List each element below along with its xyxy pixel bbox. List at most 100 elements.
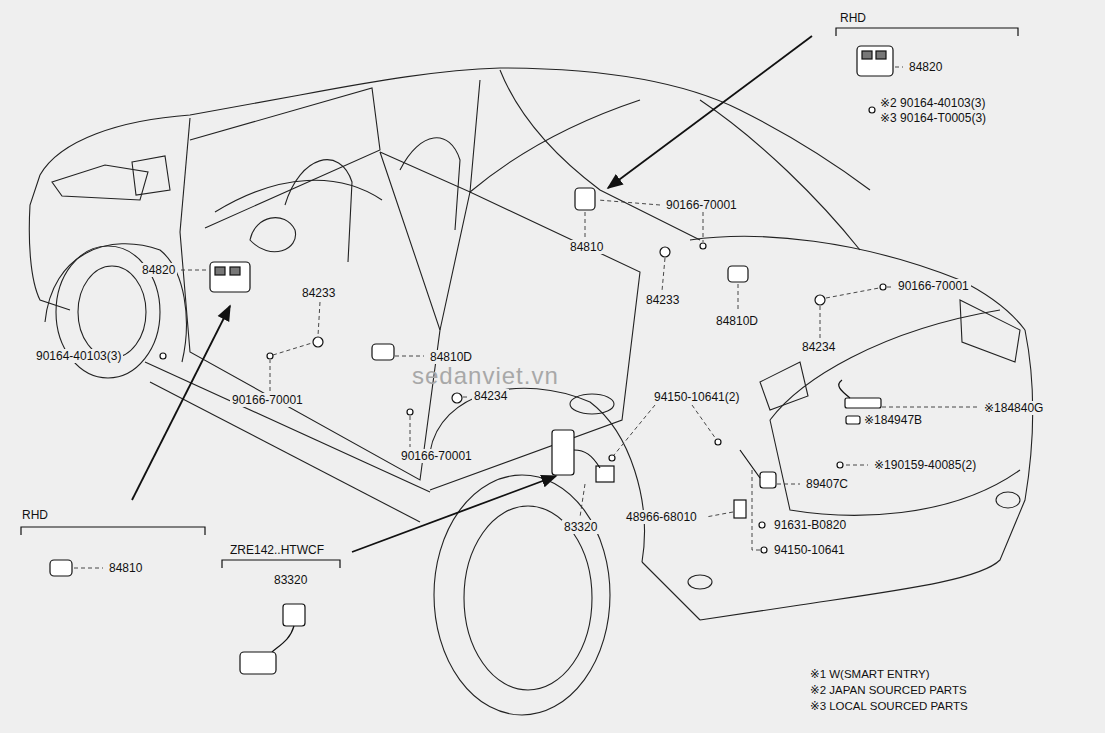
part-number: 84233 — [300, 286, 337, 300]
part-number: 84233 — [644, 293, 681, 307]
rear-wheel-arch — [430, 388, 644, 562]
switch — [728, 266, 748, 282]
rear-window — [700, 100, 860, 250]
part-number: 84234 — [800, 340, 837, 354]
part-number: 90166-70001 — [399, 449, 474, 463]
watermark: sedanviet.vn — [410, 362, 561, 390]
screw — [837, 462, 843, 468]
leader-line — [614, 405, 655, 455]
switch-button — [862, 51, 872, 59]
leader-line — [820, 306, 821, 338]
sensor-wire — [272, 626, 294, 652]
parcel-shelf — [500, 70, 700, 240]
steering — [250, 218, 296, 252]
trunk-deck — [690, 236, 1025, 330]
switch-button — [876, 51, 886, 59]
tail-light — [960, 300, 1020, 362]
group-heading: RHD — [838, 11, 868, 25]
nut — [715, 439, 721, 445]
part-number: 84810 — [568, 240, 605, 254]
leader-line — [463, 397, 469, 398]
lamp-lens — [846, 416, 860, 424]
pointer-arrow — [352, 476, 556, 552]
leader-line — [273, 343, 312, 355]
part-number: 89407C — [804, 477, 850, 491]
lamp-wire — [839, 380, 850, 398]
pointer-arrows — [132, 36, 812, 552]
nut — [761, 547, 767, 553]
power-window-switch — [857, 46, 893, 76]
part-number: 84810D — [714, 314, 760, 328]
screw — [160, 353, 166, 359]
screw — [700, 243, 706, 249]
leader-line — [777, 484, 800, 485]
sill — [150, 382, 420, 522]
part-number: 84820 — [907, 60, 944, 74]
leader-line — [270, 360, 271, 391]
footnote: ※2 JAPAN SOURCED PARTS — [808, 683, 969, 697]
front-end — [29, 175, 70, 310]
power-window-switch — [210, 262, 250, 292]
quarter-lower — [642, 562, 700, 620]
part-number: 48966-68010 — [624, 510, 699, 524]
brackets — [21, 28, 1018, 568]
reflector — [688, 575, 712, 589]
nut — [609, 455, 615, 461]
leader-line — [318, 302, 320, 336]
connector-box — [240, 652, 276, 674]
part-number: 90166-70001 — [664, 198, 739, 212]
leader-line — [74, 568, 103, 569]
part-number: 84234 — [472, 389, 509, 403]
courtesy-switch — [313, 337, 323, 347]
sensor-wire — [574, 450, 600, 468]
leader-line — [598, 200, 660, 205]
screw — [267, 353, 273, 359]
switch — [575, 188, 595, 210]
footnote: ※3 LOCAL SOURCED PARTS — [808, 699, 970, 713]
part-number: 90166-70001 — [896, 279, 971, 293]
leader-line — [585, 212, 586, 238]
part-number: 91631-B0820 — [772, 518, 848, 532]
leader-line — [826, 288, 879, 298]
c-pillar — [470, 100, 640, 192]
tail-light — [760, 362, 808, 410]
fuel-filler — [570, 394, 614, 414]
part-number: 83320 — [562, 520, 599, 534]
leader-line — [410, 416, 411, 447]
bracket — [734, 500, 746, 518]
part-number: 94150-10641 — [772, 543, 847, 557]
part-number: 90164-40103(3) — [34, 349, 123, 363]
headlight — [52, 165, 148, 200]
footnote: ※1 W(SMART ENTRY) — [808, 667, 932, 681]
pointer-arrow — [608, 36, 812, 188]
screw — [869, 107, 875, 113]
bolt — [759, 522, 765, 528]
part-number: 83320 — [272, 573, 309, 587]
group-heading: ZRE142..HTWCF — [228, 543, 326, 557]
part-number: 90166-70001 — [230, 393, 305, 407]
front-wheel-arch — [45, 244, 186, 362]
courtesy-switch — [660, 247, 670, 257]
courtesy-switch — [815, 295, 825, 305]
switch-button — [215, 267, 225, 275]
rear-door — [430, 192, 640, 490]
part-number: ※3 90164-T0005(3) — [878, 111, 988, 125]
part-number: 94150-10641(2) — [652, 390, 741, 404]
leader-line — [887, 287, 893, 288]
car-body — [29, 68, 1032, 715]
pointer-arrow — [132, 306, 230, 500]
dashboard — [215, 180, 382, 212]
group-bracket — [21, 527, 205, 535]
height-sensor — [760, 472, 776, 488]
rear-end — [700, 330, 1033, 620]
sensor-link — [740, 450, 760, 478]
seat — [400, 138, 460, 230]
sensor-bracket — [552, 430, 574, 475]
group-bracket — [836, 28, 1018, 36]
leader-line — [692, 405, 716, 439]
leader-line — [752, 470, 760, 550]
reflector — [996, 492, 1020, 508]
leader-line — [580, 484, 585, 517]
switch — [372, 344, 394, 360]
mirror — [132, 156, 170, 195]
